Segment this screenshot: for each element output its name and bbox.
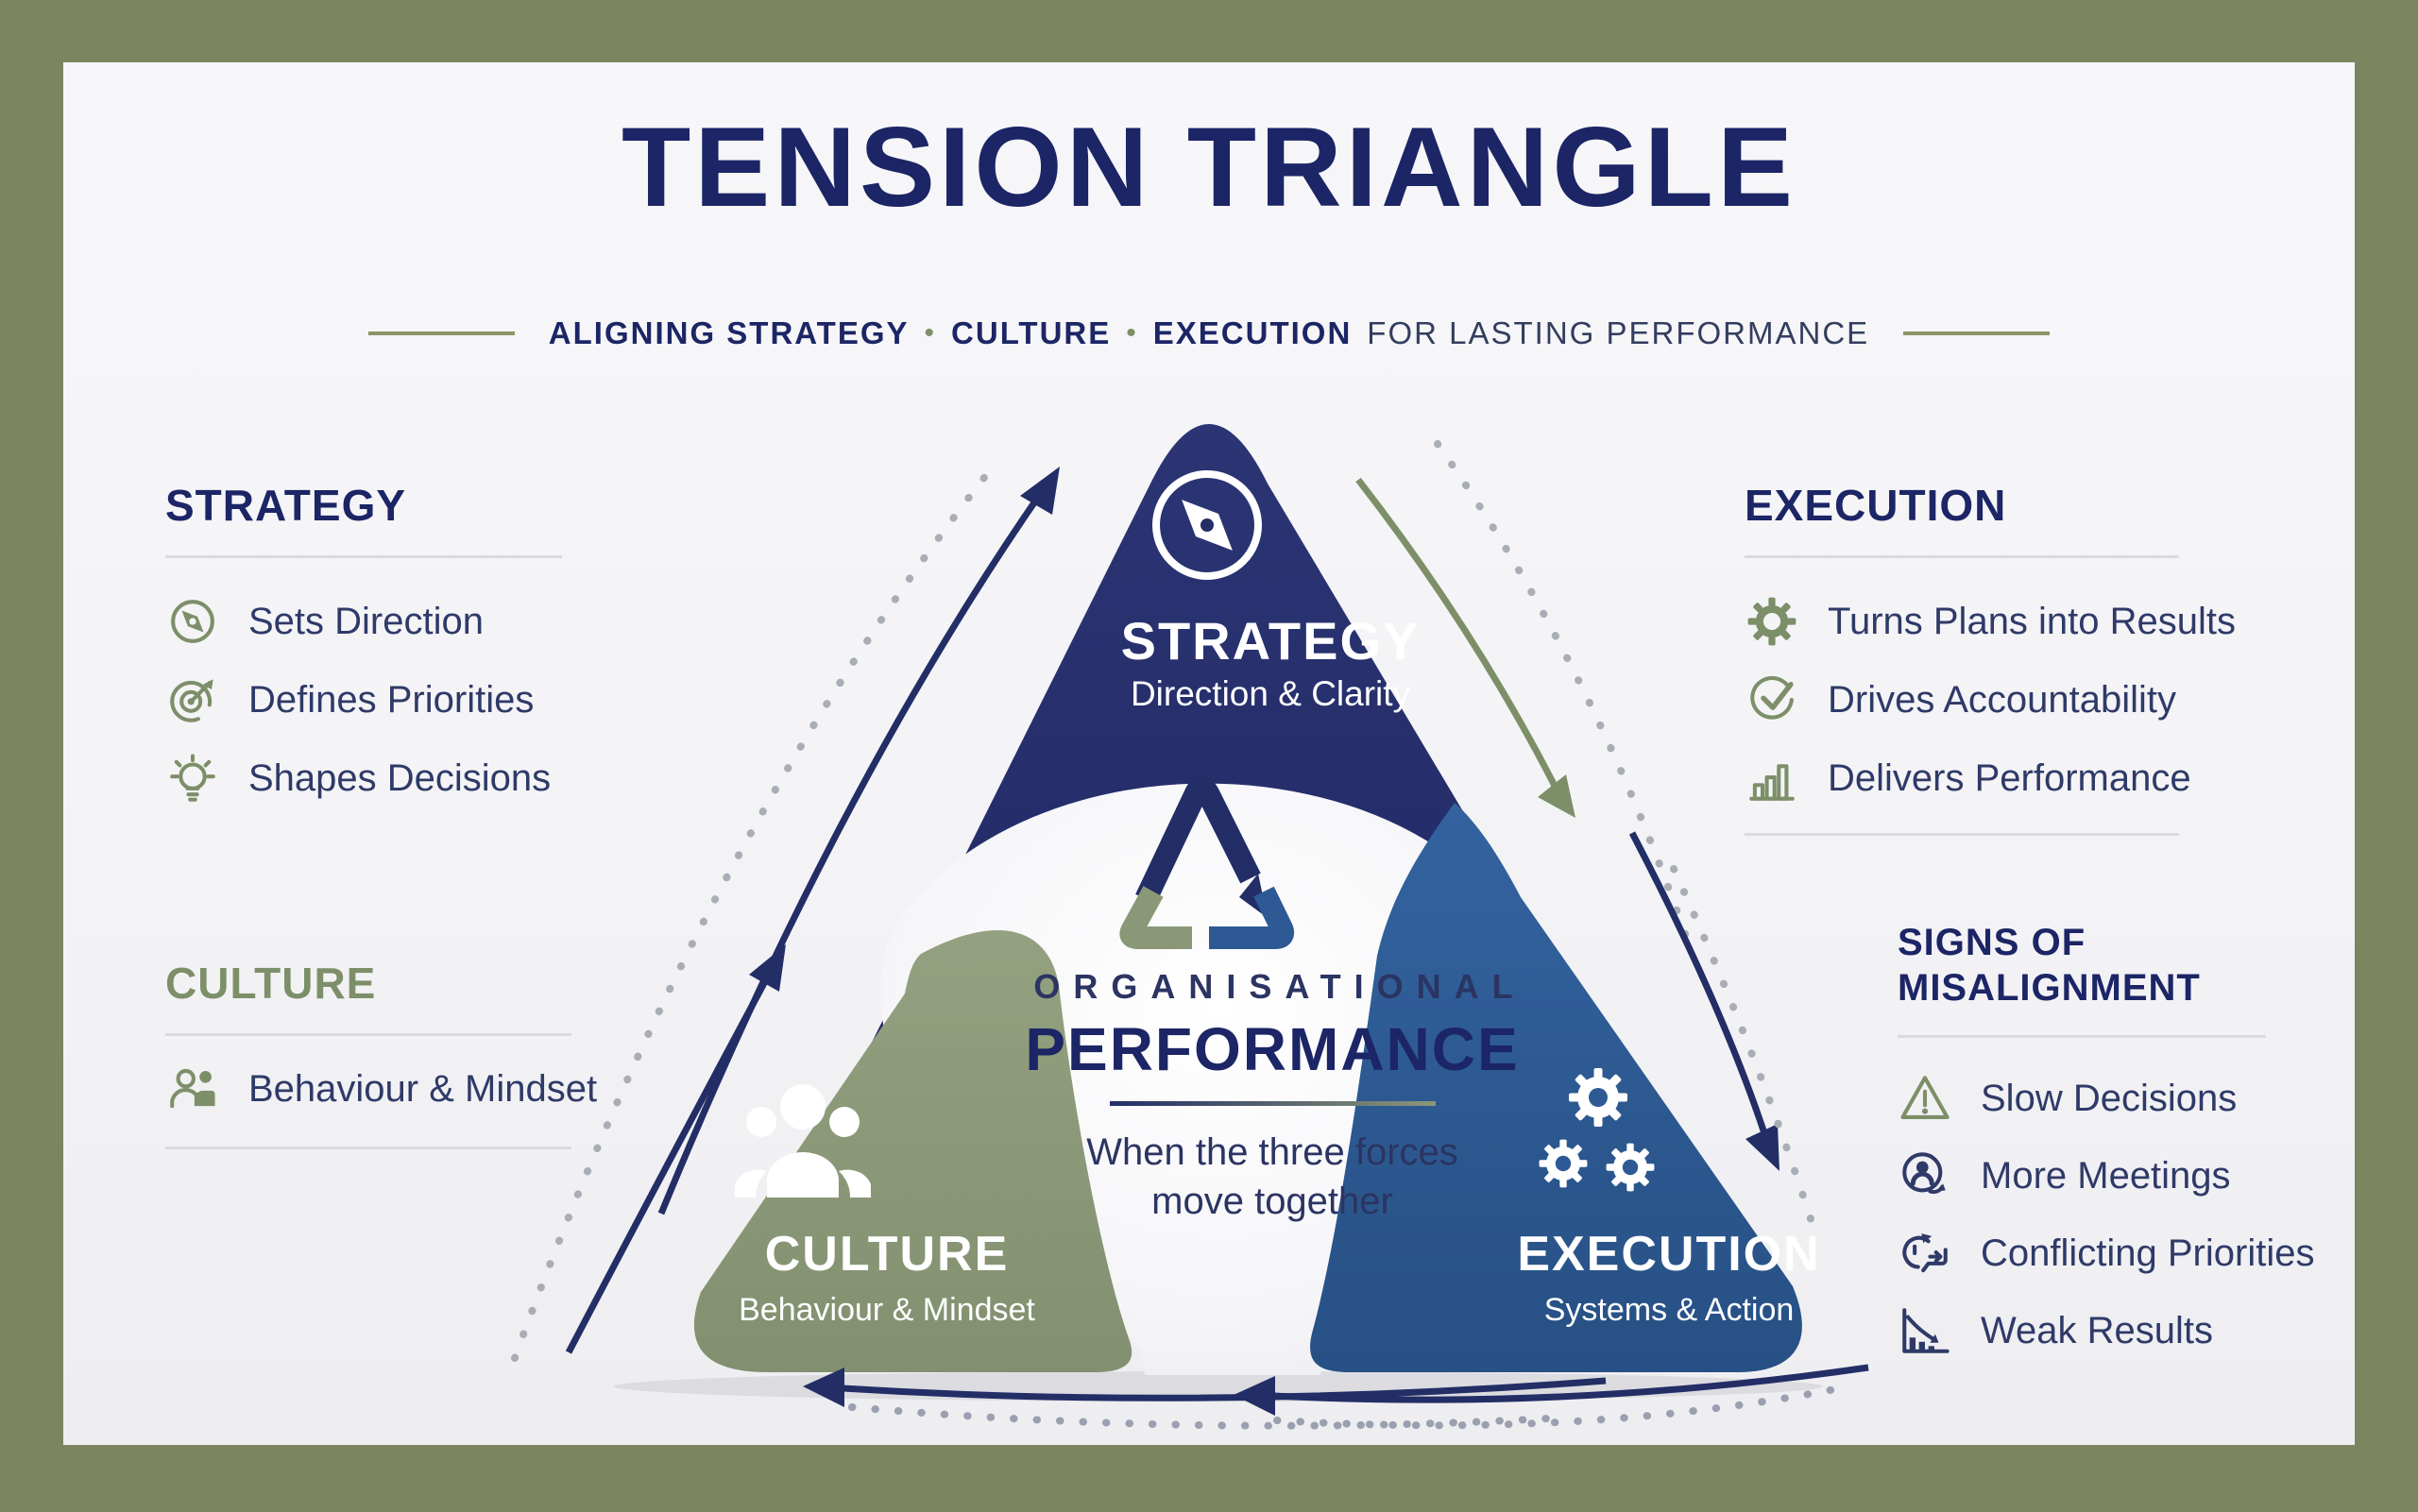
strategy-item: Sets Direction <box>165 594 484 649</box>
culture-panel-heading: CULTURE <box>165 959 377 1008</box>
flow-arrow-left <box>511 467 1060 1362</box>
strategy-item: Defines Priorities <box>165 672 534 727</box>
flow-arrow-bottom <box>803 1364 1869 1430</box>
conflict-icon <box>1898 1226 1952 1281</box>
item-label: Drives Accountability <box>1828 678 2177 721</box>
divider <box>1898 1035 2266 1038</box>
triangle-strategy-label: STRATEGY <box>1120 611 1421 671</box>
subtitle-rule-right <box>1903 331 2051 335</box>
subtitle-part: EXECUTION <box>1152 315 1353 350</box>
subtitle-part: CULTURE <box>951 315 1112 350</box>
execution-lobe <box>1310 803 1802 1372</box>
misalignment-item: Slow Decisions <box>1898 1071 2237 1126</box>
flow-dotted-left <box>511 467 994 1362</box>
core-caption-line1: When the three forces <box>1086 1131 1458 1173</box>
divider <box>1745 833 2179 836</box>
core-divider <box>1110 1101 1436 1106</box>
core-caption-line2: move together <box>1151 1181 1393 1222</box>
flow-dotted-right-lower <box>1670 865 1817 1232</box>
divider <box>165 1033 571 1036</box>
subtitle: ALIGNING STRATEGY • CULTURE • EXECUTION … <box>549 315 1869 351</box>
flow-dotted-right-upper <box>1434 440 1696 960</box>
misalignment-item: More Meetings <box>1898 1148 2231 1203</box>
decline-chart-icon <box>1898 1303 1952 1358</box>
divider <box>165 555 562 558</box>
subtitle-rule-left <box>367 331 515 335</box>
triangle-strategy-sublabel: Direction & Clarity <box>1130 674 1411 713</box>
bullet-icon: • <box>1126 317 1138 348</box>
strategy-item: Shapes Decisions <box>165 751 551 806</box>
mini-triangle-logo <box>1119 776 1295 949</box>
gears-icon <box>1539 1068 1655 1192</box>
item-label: Delivers Performance <box>1828 756 2191 799</box>
people-icon <box>735 1084 871 1198</box>
flow-dotted-bottom-right <box>1273 1383 1853 1430</box>
execution-item: Delivers Performance <box>1745 751 2191 806</box>
compass-icon <box>1152 470 1262 580</box>
misalignment-heading-line1: SIGNS OF <box>1898 922 2086 963</box>
compass-icon <box>165 594 220 649</box>
flow-arrow-right <box>1355 440 1817 1232</box>
bar-chart-icon <box>1745 751 1799 806</box>
misalignment-item: Conflicting Priorities <box>1898 1226 2314 1281</box>
tension-triangle-diagram <box>511 424 1869 1430</box>
item-label: Weak Results <box>1981 1309 2214 1351</box>
culture-item: Behaviour & Mindset <box>165 1062 597 1116</box>
item-label: Shapes Decisions <box>248 756 552 799</box>
triangle-execution-label: EXECUTION <box>1517 1227 1821 1282</box>
target-icon <box>165 672 220 727</box>
subtitle-row: ALIGNING STRATEGY • CULTURE • EXECUTION … <box>63 315 2355 351</box>
item-label: Conflicting Priorities <box>1981 1232 2315 1274</box>
divider <box>1745 555 2179 558</box>
page-title: TENSION TRIANGLE <box>621 104 1797 230</box>
execution-panel-heading: EXECUTION <box>1745 481 2007 530</box>
triangle-culture-sublabel: Behaviour & Mindset <box>739 1292 1035 1328</box>
warning-icon <box>1898 1071 1952 1126</box>
bullet-icon: • <box>924 317 937 348</box>
item-label: Turns Plans into Results <box>1828 600 2237 642</box>
gear-icon <box>1745 594 1799 649</box>
meeting-icon <box>1898 1148 1952 1203</box>
flow-dotted-bottom-left <box>848 1403 1551 1430</box>
item-label: Behaviour & Mindset <box>248 1067 598 1110</box>
culture-lobe <box>693 929 1132 1372</box>
triangle-execution-sublabel: Systems & Action <box>1543 1292 1795 1328</box>
triangle-culture-label: CULTURE <box>764 1227 1010 1282</box>
execution-item: Turns Plans into Results <box>1745 594 2236 649</box>
execution-item: Drives Accountability <box>1745 672 2176 727</box>
core-line2: PERFORMANCE <box>1025 1015 1520 1083</box>
check-circle-icon <box>1745 672 1799 727</box>
misalignment-item: Weak Results <box>1898 1303 2213 1358</box>
item-label: Defines Priorities <box>248 678 535 721</box>
misalignment-panel-heading: SIGNS OF MISALIGNMENT <box>1898 920 2201 1011</box>
item-label: Sets Direction <box>248 600 484 642</box>
people-icon <box>165 1062 220 1116</box>
divider <box>165 1147 571 1149</box>
core-line1: ORGANISATIONAL <box>1033 967 1526 1006</box>
lightbulb-icon <box>165 751 220 806</box>
item-label: Slow Decisions <box>1981 1077 2238 1119</box>
strategy-panel-heading: STRATEGY <box>165 481 407 530</box>
item-label: More Meetings <box>1981 1154 2231 1197</box>
misalignment-heading-line2: MISALIGNMENT <box>1898 967 2201 1009</box>
subtitle-part: ALIGNING STRATEGY <box>548 315 910 350</box>
subtitle-part: FOR LASTING PERFORMANCE <box>1367 315 1870 350</box>
infographic-canvas: TENSION TRIANGLE ALIGNING STRATEGY • CUL… <box>63 62 2355 1445</box>
